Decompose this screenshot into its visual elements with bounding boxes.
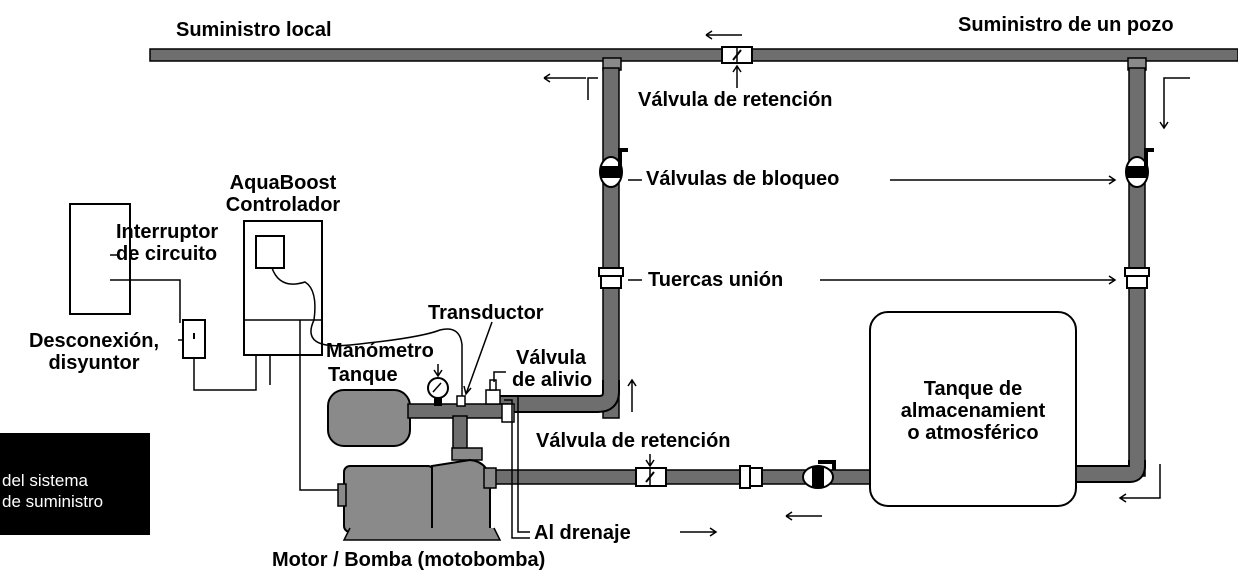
shutoff-valve-bottom-icon — [802, 460, 836, 489]
system-note-line2: de suministro — [2, 492, 104, 511]
check-valve-bottom-icon — [635, 467, 667, 487]
breaker-label: Interruptor de circuito — [116, 221, 218, 265]
main-supply-pipe — [149, 48, 1238, 62]
shutoff-valve-left-icon — [599, 148, 628, 188]
controller-label-line2: Controlador — [225, 194, 341, 216]
pump-motor — [343, 465, 435, 533]
transducer-icon — [456, 395, 466, 407]
storage-tank-label-line2: almacenamient — [900, 400, 1046, 422]
check-valve-top-icon — [721, 46, 753, 64]
tank-label: Tanque — [328, 364, 398, 386]
storage-tank-label: Tanque de almacenamient o atmosférico — [880, 378, 1066, 444]
controller-label: AquaBoost Controlador — [218, 172, 348, 216]
local-supply-label: Suministro local — [176, 19, 332, 41]
relief-valve-icon — [485, 379, 515, 423]
union-nut-bottom-icon — [739, 465, 763, 489]
controller-label-line1: AquaBoost — [229, 172, 337, 194]
pressure-gauge-icon — [427, 377, 449, 399]
left-vertical-pipe — [602, 67, 620, 419]
breaker-label-line2: de circuito — [116, 243, 218, 265]
storage-tank-label-line3: o atmosférico — [907, 422, 1039, 444]
pressure-tank — [327, 389, 411, 447]
drain-label: Al drenaje — [534, 522, 631, 544]
check-valve-top-label: Válvula de retención — [638, 89, 833, 111]
storage-tank-label-line1: Tanque de — [923, 378, 1023, 400]
shutoff-valves-label: Válvulas de bloqueo — [646, 168, 840, 190]
union-nut-left-icon — [598, 267, 624, 289]
shutoff-valve-right-icon — [1125, 148, 1154, 188]
storage-tank — [869, 311, 1077, 507]
gauge-label: Manómetro — [326, 340, 434, 362]
breaker-label-line1: Interruptor — [116, 221, 219, 243]
pump-head — [431, 458, 492, 540]
breaker-panel — [69, 203, 131, 315]
union-nuts-label: Tuercas unión — [648, 269, 784, 291]
transducer-label: Transductor — [428, 302, 544, 324]
relief-valve-label-line1: Válvula — [516, 347, 587, 369]
system-note-line1: del sistema — [2, 471, 88, 490]
disconnect-label: Desconexión, disyuntor — [6, 330, 182, 374]
relief-valve-label: Válvula de alivio — [512, 347, 592, 391]
disconnect-label-line2: disyuntor — [48, 352, 140, 374]
relief-valve-label-line2: de alivio — [512, 369, 593, 391]
union-nut-right-icon — [1124, 267, 1150, 289]
motor-pump-label: Motor / Bomba (motobomba) — [272, 549, 546, 571]
check-valve-bottom-label: Válvula de retención — [536, 430, 731, 452]
system-note-box: del sistema de suministro — [0, 433, 150, 535]
well-supply-label: Suministro de un pozo — [958, 14, 1174, 36]
disconnect-label-line1: Desconexión, — [28, 330, 160, 352]
